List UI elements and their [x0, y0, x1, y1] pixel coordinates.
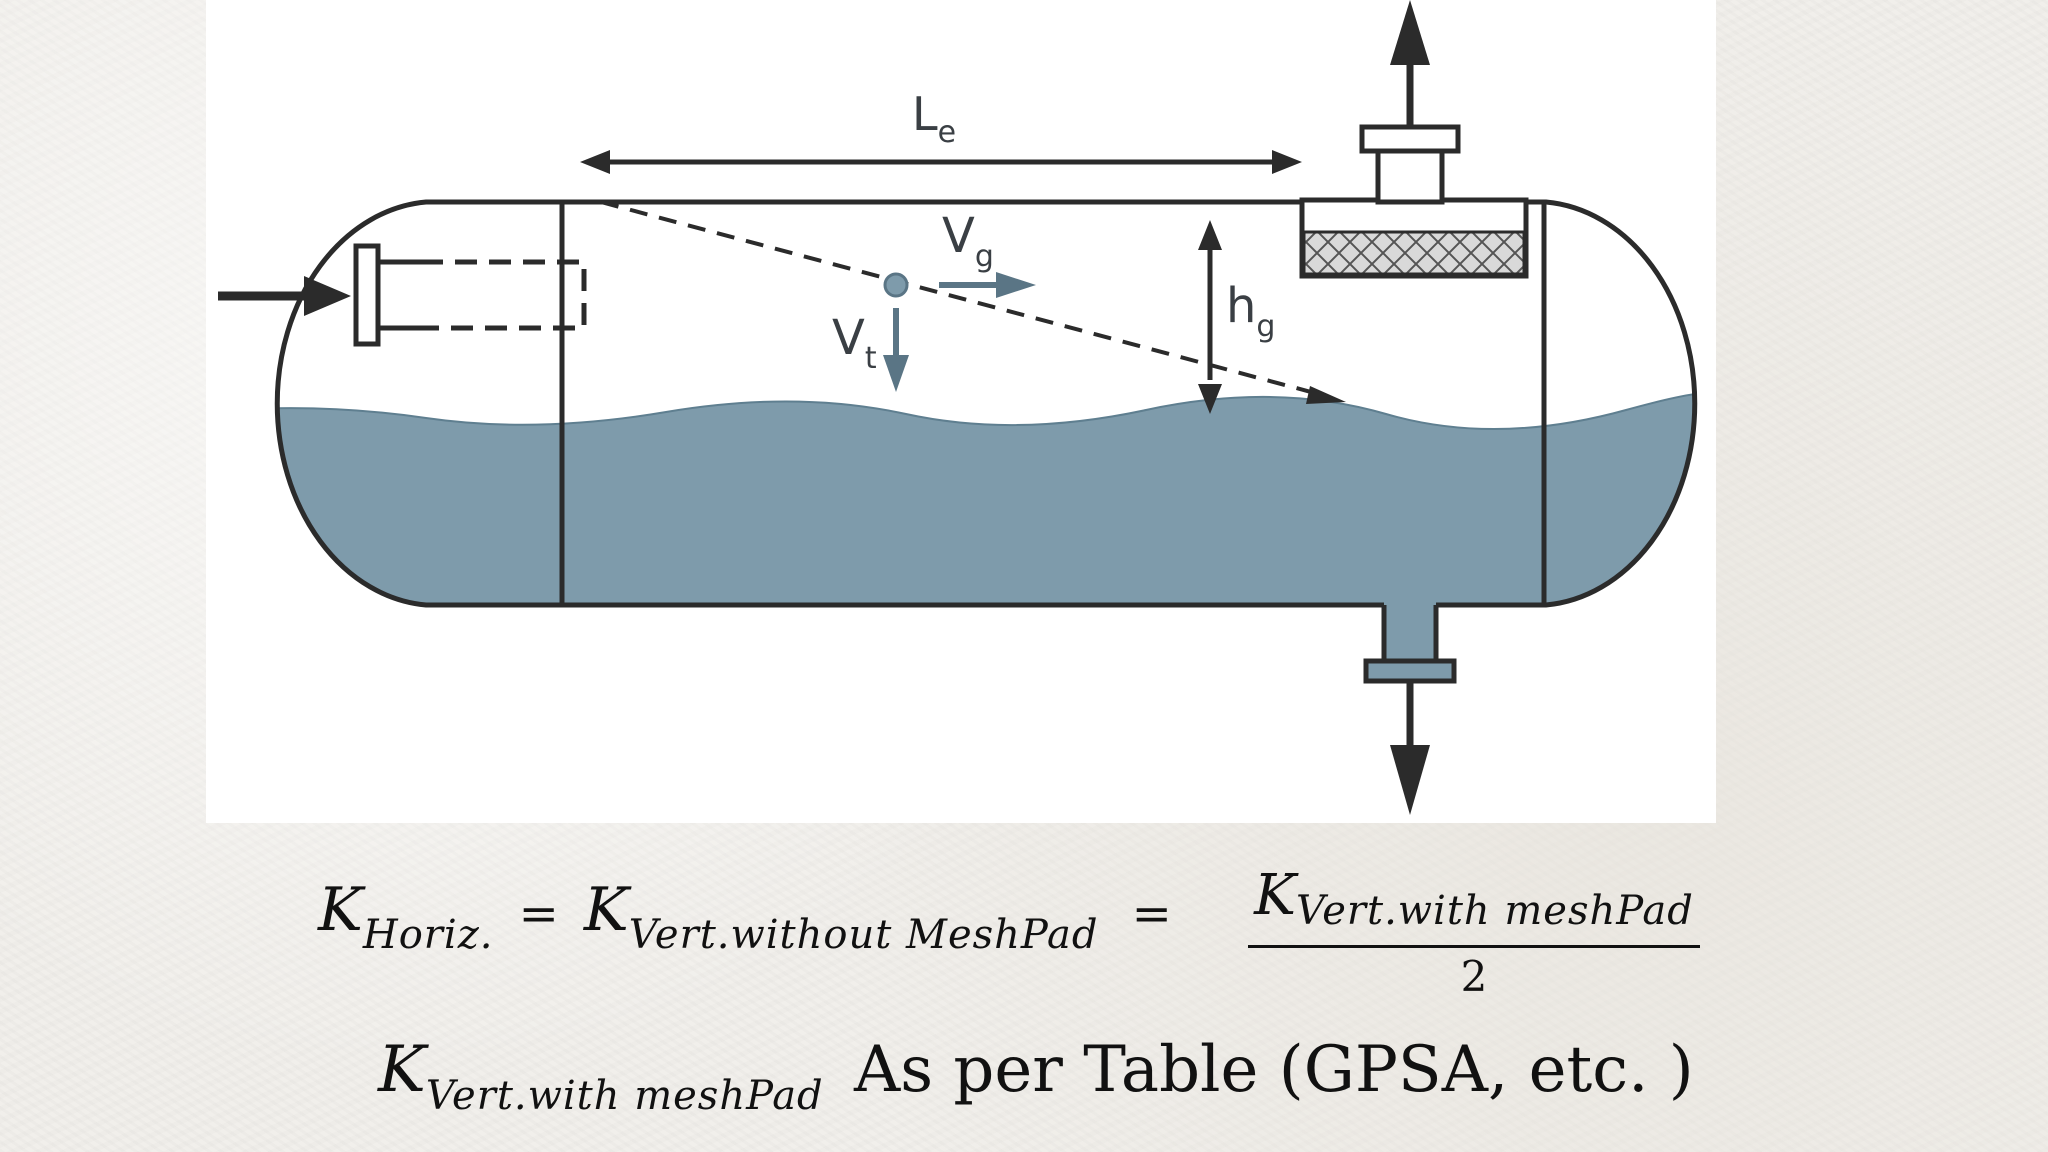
equations-area: KHoriz. = KVert.without MeshPad = KVert.…: [0, 823, 2048, 1152]
numerator-subscript: Vert.with meshPad: [1296, 888, 1694, 934]
numerator-k-symbol: K: [1254, 863, 1296, 928]
fraction-numerator: KVert.with meshPad: [1248, 863, 1700, 939]
equals-sign-1: =: [518, 886, 559, 942]
horizontal-separator-svg: Le Vg Vt hg: [218, 0, 1698, 815]
mesh-pad: [1299, 197, 1529, 279]
inlet-arrow: [218, 276, 351, 316]
k-vert-with-subscript: Vert.with meshPad: [425, 1073, 824, 1119]
equation-k-horizontal: KHoriz. = KVert.without MeshPad =: [318, 875, 1172, 958]
hg-dimension-arrow: [1198, 220, 1222, 414]
liquid-outlet-arrow: [1390, 683, 1430, 815]
gas-outlet-nozzle: [1359, 124, 1461, 205]
equals-sign-2: =: [1131, 886, 1172, 942]
le-dimension-arrow: [580, 150, 1302, 174]
vt-vector: [883, 308, 909, 392]
hg-label: hg: [1226, 278, 1275, 344]
fraction-denominator: 2: [1460, 952, 1488, 1001]
vt-label: Vt: [832, 310, 877, 376]
k-horiz-symbol: K: [318, 875, 363, 945]
droplet-trajectory: [600, 200, 1346, 404]
k-horiz-subscript: Horiz.: [362, 912, 494, 958]
k-vert-without-subscript: Vert.without MeshPad: [628, 912, 1099, 958]
separator-diagram: Le Vg Vt hg: [206, 0, 1716, 823]
k-vert-with-symbol: K: [378, 1033, 426, 1107]
le-label: Le: [912, 87, 956, 150]
vg-vector: [939, 272, 1036, 298]
fraction-bar: [1248, 945, 1700, 948]
table-reference-text: As per Table (GPSA, etc. ): [854, 1033, 1694, 1107]
inlet-nozzle: [353, 243, 587, 347]
fraction: KVert.with meshPad 2: [1248, 863, 1700, 1001]
liquid-layer: [277, 391, 1695, 605]
liquid-outlet-nozzle: [1363, 602, 1457, 684]
gas-outlet-arrow: [1390, 0, 1430, 125]
equation-k-vertical-table: KVert.with meshPad As per Table (GPSA, e…: [378, 1033, 1694, 1119]
k-vert-without-symbol: K: [583, 875, 629, 945]
vg-label: Vg: [942, 208, 994, 274]
droplet: [883, 272, 909, 298]
